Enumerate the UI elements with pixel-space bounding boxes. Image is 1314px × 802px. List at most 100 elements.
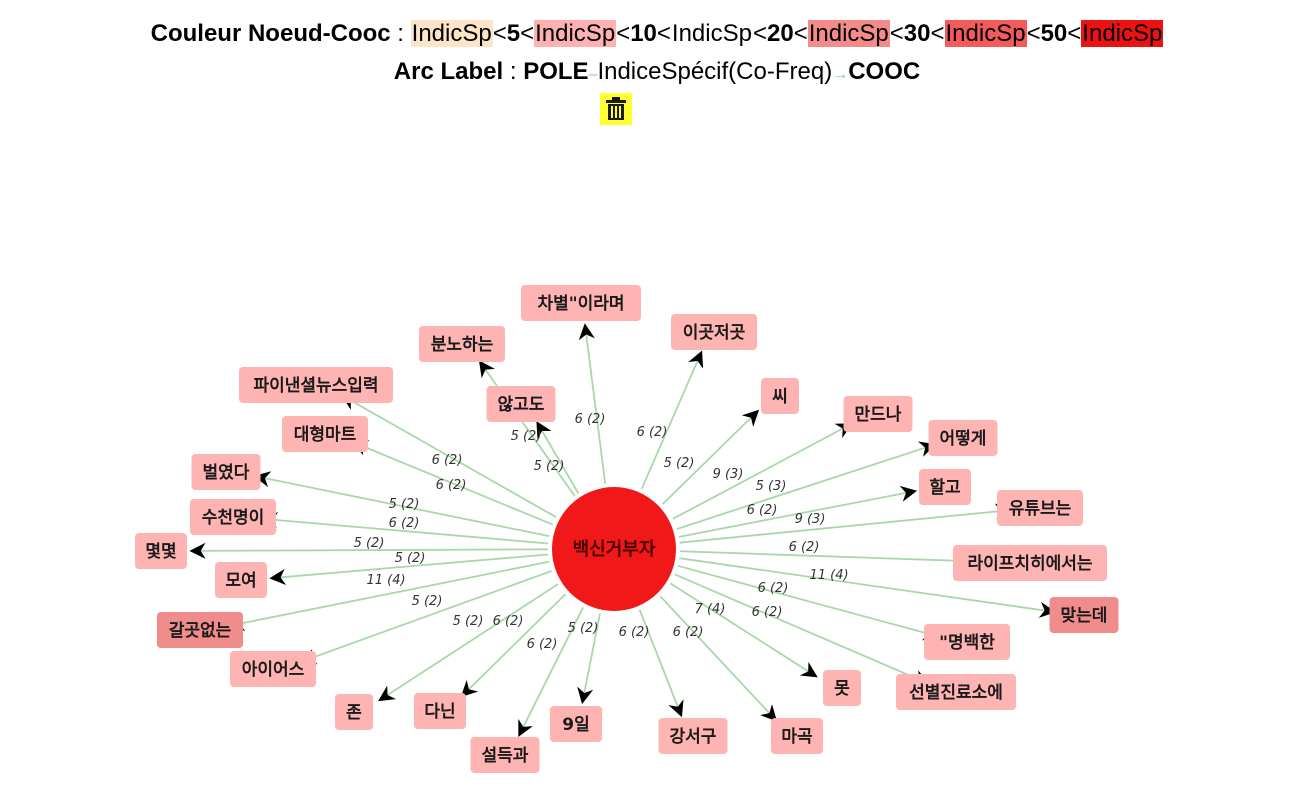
edge-label: 5 (2) [354, 536, 385, 551]
legend-tier-4: IndicSp [807, 20, 890, 47]
node-label: 아이어스 [242, 660, 305, 680]
cooc-node[interactable]: 몇몇 [135, 533, 187, 569]
cooc-edge [351, 440, 554, 526]
cooc-edge [638, 609, 684, 718]
edge-label: 6 (2) [758, 581, 789, 596]
node-box [157, 612, 243, 648]
node-box [335, 694, 373, 730]
node-box [470, 737, 540, 773]
edge-label: 5 (2) [412, 594, 443, 609]
cooc-node[interactable]: 맞는데 [1049, 597, 1119, 633]
legend-separator: : [390, 20, 411, 47]
cooc-node[interactable]: 라이프치히에서는 [953, 545, 1107, 581]
node-box [658, 718, 728, 754]
cooc-edge [578, 323, 607, 484]
node-label: 않고도 [498, 395, 545, 415]
node-box [761, 378, 799, 414]
legend-separator: : [503, 58, 524, 85]
node-color-legend: Couleur Noeud-Cooc : IndicSp<5<IndicSp<1… [0, 20, 1314, 48]
cooc-node[interactable]: 이곳저곳 [671, 314, 757, 350]
node-box [191, 454, 261, 490]
legend-lt: < [1026, 20, 1041, 47]
legend-lt: < [930, 20, 945, 47]
node-label: 맞는데 [1061, 606, 1108, 626]
node-label: 설득과 [482, 746, 529, 766]
legend-lt: < [616, 20, 631, 47]
arc-label-legend: Arc Label : POLE–IndiceSpécif(Co-Freq)→C… [0, 58, 1314, 86]
cooc-node[interactable]: 만드나 [843, 396, 913, 432]
node-label: 파이낸셜뉴스입력 [253, 376, 378, 396]
cooc-edge [460, 593, 567, 698]
node-box [550, 706, 602, 742]
cooc-edge [679, 503, 1012, 544]
edge-label: 5 (2) [664, 456, 695, 471]
node-label: 존 [346, 703, 362, 723]
node-box [230, 651, 316, 687]
edge-label: 7 (4) [695, 602, 726, 617]
legend-tier-5: IndicSp [944, 20, 1027, 47]
pole-node[interactable]: 백신거부자 [552, 487, 676, 611]
edge-label: 6 (2) [752, 605, 783, 620]
cooc-node[interactable]: 갈곳없는 [157, 612, 243, 648]
cooc-node[interactable]: 차별"이라며 [521, 285, 641, 321]
cooc-node[interactable]: 존 [335, 694, 373, 730]
edge-label: 11 (4) [366, 573, 405, 588]
cooc-node[interactable]: 유튜브는 [997, 490, 1083, 526]
cooc-node[interactable]: 강서구 [658, 718, 728, 754]
node-label: 만드나 [855, 405, 902, 425]
node-box [928, 420, 998, 456]
cooc-node[interactable]: 대형마트 [282, 416, 368, 452]
edge-label: 6 (2) [436, 478, 467, 493]
cooc-edge [269, 553, 549, 586]
cooc-edge [253, 471, 550, 538]
legend-arc-pole: POLE [523, 58, 589, 85]
cooc-node[interactable]: 다닌 [414, 693, 466, 729]
cooc-edge [661, 409, 760, 505]
node-label: 씨 [772, 387, 788, 407]
cooc-node[interactable]: 9일 [550, 706, 602, 742]
edge-label: 5 (2) [389, 497, 420, 512]
node-label: 어떻게 [940, 428, 987, 449]
node-box [843, 396, 913, 432]
cooc-edge [672, 423, 853, 520]
cooc-node[interactable]: 벌였다 [191, 454, 261, 490]
arc-line-icon: – [588, 66, 598, 83]
node-box [953, 545, 1107, 581]
cooc-node[interactable]: 선별진료소에 [896, 674, 1016, 710]
cooc-edge [677, 564, 940, 641]
edge-label: 6 (2) [747, 503, 778, 518]
cooc-node[interactable]: 어떻게 [928, 420, 998, 456]
node-label: 차별"이라며 [537, 294, 624, 314]
node-label: 갈곳없는 [169, 621, 232, 641]
cooc-node[interactable]: 할고 [919, 469, 971, 505]
node-label: 대형마트 [294, 424, 357, 445]
node-box [419, 326, 505, 362]
edge-label: 5 (2) [453, 614, 484, 629]
cooc-node[interactable]: 설득과 [470, 737, 540, 773]
legend-arc-middle: IndiceSpécif(Co-Freq) [597, 58, 833, 85]
cooc-node[interactable]: 파이낸셜뉴스입력 [239, 367, 393, 403]
edge-label: 6 (2) [493, 614, 524, 629]
cooc-edge [299, 570, 553, 665]
node-box [771, 718, 823, 754]
edge-label: 5 (2) [568, 621, 599, 636]
edge-label: 6 (2) [637, 425, 668, 440]
cooc-node[interactable]: 아이어스 [230, 651, 316, 687]
legend-arc-title: Arc Label [393, 58, 504, 85]
cooc-edge [261, 512, 549, 545]
node-label: 다닌 [424, 702, 455, 722]
edge-label: 9 (3) [795, 512, 826, 527]
pole-label: 백신거부자 [573, 539, 656, 560]
cooc-node[interactable]: 못 [823, 670, 861, 706]
cooc-node[interactable]: 마곡 [771, 718, 823, 754]
cooc-node[interactable]: 분노하는 [419, 326, 505, 362]
cooc-node[interactable]: 모여 [215, 562, 267, 598]
cooc-node[interactable]: 않고도 [486, 386, 556, 422]
cooc-node[interactable]: "명백한 [924, 624, 1010, 660]
edge-label: 5 (3) [756, 479, 787, 494]
cooc-node[interactable]: 씨 [761, 378, 799, 414]
legend-threshold: 10 [630, 20, 657, 47]
delete-button[interactable] [600, 93, 632, 125]
cooc-node[interactable]: 수천명이 [190, 499, 276, 535]
